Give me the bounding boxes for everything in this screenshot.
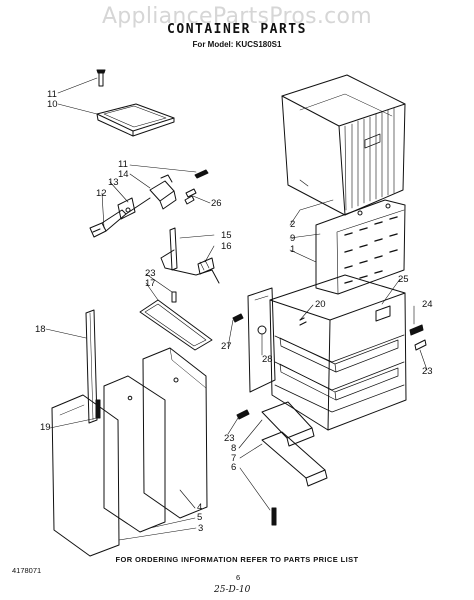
callout-23b: 23 (422, 366, 433, 377)
handwritten-note: 25-D-10 (214, 585, 251, 595)
callout-17: 17 (145, 278, 156, 289)
callout-11b: 11 (118, 159, 128, 170)
callout-5: 5 (197, 512, 202, 523)
callout-labels: 11 10 11 14 13 12 26 15 16 2 9 1 23 17 2… (35, 89, 433, 534)
ordering-note: FOR ORDERING INFORMATION REFER TO PARTS … (115, 555, 359, 564)
callout-28: 28 (262, 354, 273, 365)
callout-1: 1 (290, 244, 295, 255)
callout-25: 25 (398, 274, 409, 285)
cover-plate (96, 103, 175, 137)
callout-12: 12 (96, 188, 107, 199)
callout-18: 18 (35, 324, 46, 335)
callout-8: 8 (231, 443, 236, 454)
main-frame (247, 274, 407, 431)
shelf-bracket (139, 291, 213, 351)
screw-27 (232, 313, 244, 323)
leader-lines (45, 77, 428, 541)
screw-24 (409, 324, 424, 336)
callout-7: 7 (231, 453, 236, 464)
grommet-28 (257, 325, 267, 335)
callout-14: 14 (118, 169, 129, 180)
callout-6: 6 (231, 462, 236, 473)
callout-23c: 23 (224, 433, 235, 444)
part-number: 4178071 (12, 566, 42, 575)
callout-19: 19 (40, 422, 51, 433)
callout-24: 24 (422, 299, 433, 310)
callout-23a: 23 (145, 268, 156, 279)
bracket-assembly (89, 174, 177, 238)
ice-bin (281, 74, 406, 216)
left-rail (85, 309, 98, 424)
screw-11b (194, 169, 209, 179)
wire-bracket (160, 227, 220, 284)
page-number: 6 (236, 573, 241, 582)
screw-19 (95, 399, 101, 419)
front-panel-middle (103, 375, 166, 533)
clip-23 (414, 339, 427, 351)
callout-10: 10 (47, 99, 58, 110)
callout-13: 13 (108, 177, 119, 188)
callout-11a: 11 (47, 89, 57, 100)
front-panel-small (51, 394, 120, 557)
callout-26: 26 (211, 198, 222, 209)
watermark: AppliancePartsPros.com (101, 4, 373, 29)
page-title: CONTAINER PARTS (167, 22, 307, 37)
callout-3: 3 (198, 523, 203, 534)
callout-9: 9 (290, 233, 295, 244)
front-panel-large (142, 347, 208, 519)
callout-15: 15 (221, 230, 232, 241)
nut-26 (185, 188, 197, 198)
callout-20: 20 (315, 299, 326, 310)
callout-27: 27 (221, 341, 232, 352)
callout-4: 4 (197, 502, 202, 513)
back-panel (315, 199, 406, 295)
callout-16: 16 (221, 241, 232, 252)
screw-23-lower (236, 409, 250, 420)
top-screw (96, 69, 106, 87)
lower-bracket (261, 401, 328, 526)
callout-2: 2 (290, 219, 295, 230)
nut-26-b (184, 195, 195, 205)
model-line: For Model: KUCS180S1 (192, 40, 282, 49)
